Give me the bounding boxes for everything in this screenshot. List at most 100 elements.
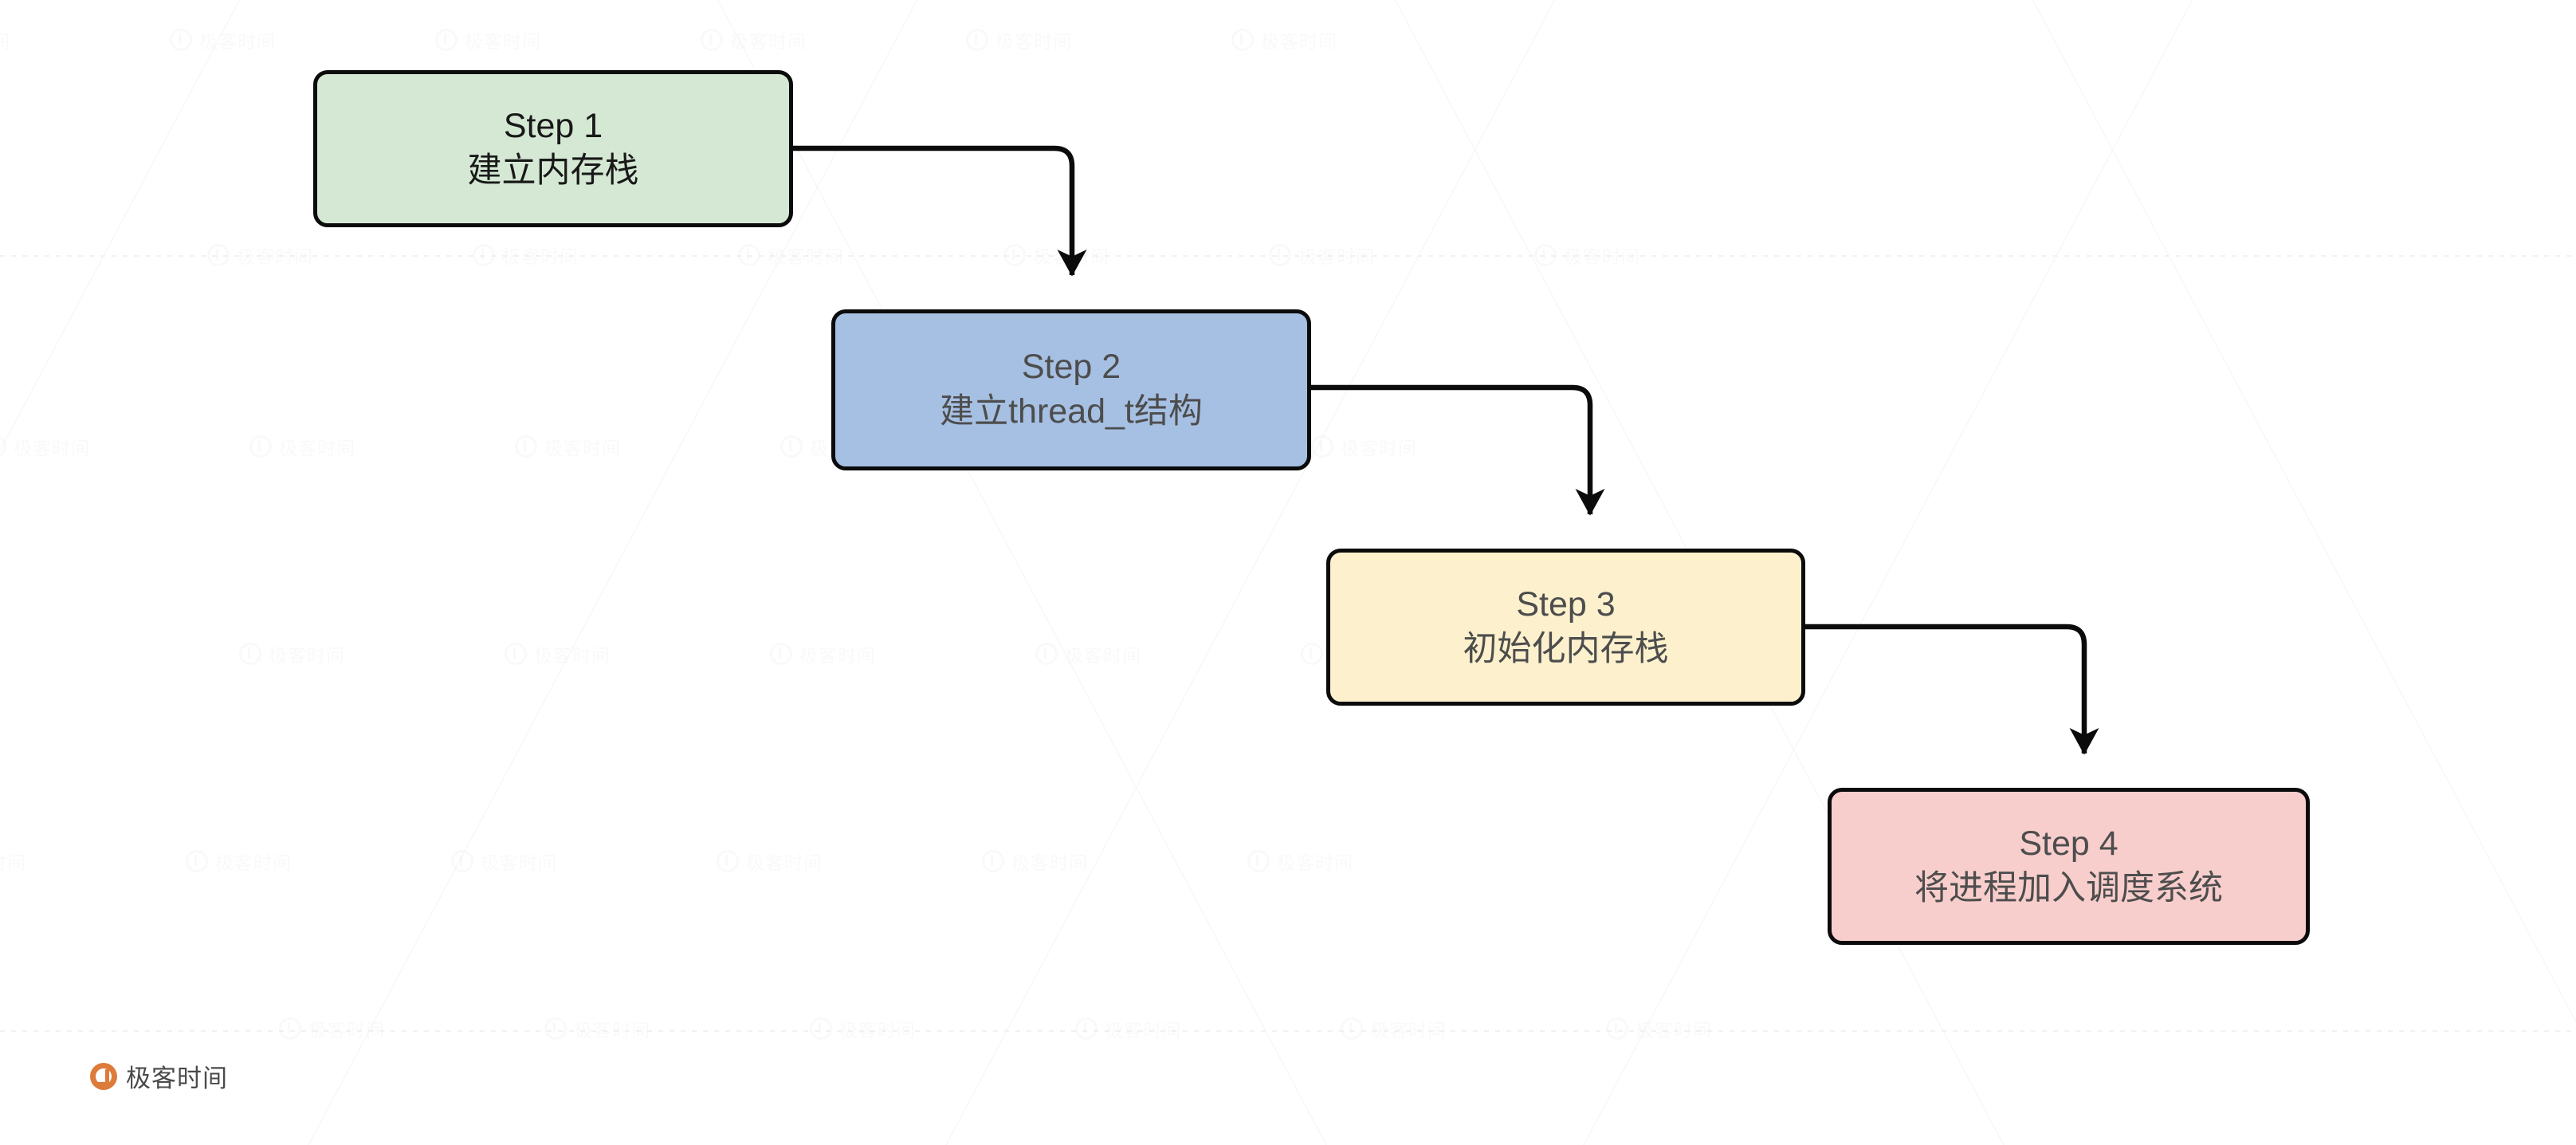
flow-node-step3-title: Step 3 bbox=[1516, 584, 1616, 624]
watermark-mark: 极客时间 bbox=[451, 848, 557, 875]
watermark-mark: 极客时间 bbox=[1231, 26, 1337, 53]
flow-node-step4-subtitle: 将进程加入调度系统 bbox=[1914, 868, 2223, 907]
watermark-label: 极客时间 bbox=[1033, 246, 1109, 267]
watermark-mark: 极客时间 bbox=[966, 26, 1072, 53]
brand-name: 极客时间 bbox=[126, 1064, 228, 1092]
watermark-label: 极客时间 bbox=[1636, 1020, 1712, 1041]
watermark-label: 极客时间 bbox=[502, 246, 579, 267]
geek-time-bulb-icon bbox=[239, 643, 261, 665]
watermark-mark: 极客时间 bbox=[1247, 848, 1353, 875]
watermark-mark: 极客时间 bbox=[0, 26, 10, 53]
watermark-label: 极客时间 bbox=[1277, 852, 1353, 873]
geek-time-bulb-icon bbox=[435, 29, 457, 51]
watermark-mark: 极客时间 bbox=[1035, 640, 1141, 667]
watermark-mark: 极客时间 bbox=[186, 848, 292, 875]
watermark-mark: 极客时间 bbox=[170, 26, 276, 53]
watermark-label: 极客时间 bbox=[237, 246, 313, 267]
watermark-label: 极客时间 bbox=[995, 31, 1072, 52]
flow-node-step4-title: Step 4 bbox=[2019, 824, 2119, 863]
flow-node-step1[interactable]: Step 1 建立内存栈 bbox=[313, 70, 793, 227]
geek-time-bulb-icon bbox=[0, 435, 6, 458]
geek-time-bulb-icon bbox=[717, 850, 739, 872]
watermark-diagonal bbox=[717, 0, 1354, 1145]
geek-time-bulb-icon bbox=[1075, 1017, 1098, 1040]
watermark-mark: 极客时间 bbox=[473, 242, 579, 269]
watermark-label: 极客时间 bbox=[199, 31, 276, 52]
watermark-mark: 极客时间 bbox=[982, 848, 1088, 875]
watermark-mark: 极客时间 bbox=[701, 26, 807, 53]
watermark-mark: 极客时间 bbox=[515, 433, 621, 460]
watermark-diagonal bbox=[2032, 0, 2576, 1145]
geek-time-bulb-icon bbox=[1341, 1017, 1363, 1040]
watermark-dotted-line bbox=[0, 1030, 2576, 1032]
geek-time-bulb-icon bbox=[473, 244, 495, 266]
watermark-dotted-line bbox=[0, 255, 2576, 257]
geek-time-bulb-icon bbox=[249, 435, 272, 458]
brand-logo: 极客时间 bbox=[90, 1058, 228, 1094]
watermark-row: 极客时间 极客时间 极客时间 极客时间 极客时间 极客时间 bbox=[207, 239, 2576, 271]
geek-time-bulb-icon bbox=[1311, 435, 1333, 458]
watermark-mark: 极客时间 bbox=[1341, 1015, 1447, 1042]
geek-time-bulb-icon bbox=[170, 29, 192, 51]
edge-step3-to-step4 bbox=[1805, 624, 2099, 755]
watermark-label: 极客时间 bbox=[465, 31, 541, 52]
watermark-label: 极客时间 bbox=[799, 645, 876, 666]
watermark-row: 极客时间 极客时间 极客时间 极客时间 极客时间 极客时间 bbox=[0, 24, 2480, 56]
watermark-mark: 极客时间 bbox=[249, 433, 355, 460]
edge-step1-to-step2 bbox=[793, 145, 1087, 277]
watermark-mark: 极客时间 bbox=[0, 433, 90, 460]
watermark-label: 极客时间 bbox=[0, 31, 10, 52]
watermark-mark: 极客时间 bbox=[770, 640, 876, 667]
watermark-label: 极客时间 bbox=[481, 852, 557, 873]
watermark-label: 极客时间 bbox=[215, 852, 292, 873]
watermark-label: 极客时间 bbox=[839, 1020, 916, 1041]
watermark-mark: 极客时间 bbox=[1075, 1015, 1181, 1042]
watermark-mark: 极客时间 bbox=[239, 640, 345, 667]
watermark-label: 极客时间 bbox=[1341, 438, 1417, 458]
watermark-diagonal bbox=[0, 0, 240, 1145]
geek-time-bulb-icon bbox=[982, 850, 1004, 872]
watermark-mark: 极客时间 bbox=[435, 26, 541, 53]
flow-node-step3[interactable]: Step 3 初始化内存栈 bbox=[1326, 549, 1805, 706]
geek-time-bulb-icon bbox=[1606, 1017, 1628, 1040]
watermark-label: 极客时间 bbox=[1370, 1020, 1447, 1041]
geek-time-bulb-icon bbox=[279, 1017, 301, 1040]
watermark-mark: 极客时间 bbox=[1269, 242, 1375, 269]
flow-node-step2-subtitle: 建立thread_t结构 bbox=[940, 392, 1203, 431]
geek-time-bulb-icon bbox=[544, 1017, 567, 1040]
watermark-row: 极客时间 极客时间 极客时间 极客时间 极客时间 极客时间 bbox=[279, 1013, 2576, 1045]
flow-node-step3-subtitle: 初始化内存栈 bbox=[1463, 629, 1669, 668]
geek-time-bulb-icon bbox=[1534, 244, 1557, 266]
flow-node-step2[interactable]: Step 2 建立thread_t结构 bbox=[831, 309, 1311, 470]
watermark-mark: 极客时间 bbox=[717, 848, 823, 875]
geek-time-bulb-icon bbox=[1247, 850, 1270, 872]
geek-time-bulb-icon bbox=[1269, 244, 1291, 266]
watermark-mark: 极客时间 bbox=[279, 1015, 385, 1042]
watermark-label: 极客时间 bbox=[768, 246, 844, 267]
watermark-mark: 极客时间 bbox=[1311, 433, 1417, 460]
watermark-label: 极客时间 bbox=[269, 645, 345, 666]
geek-time-bulb-icon bbox=[1035, 643, 1058, 665]
watermark-label: 极客时间 bbox=[279, 438, 355, 458]
flow-node-step1-subtitle: 建立内存栈 bbox=[467, 151, 639, 190]
watermark-label: 极客时间 bbox=[1298, 246, 1375, 267]
watermark-label: 极客时间 bbox=[574, 1020, 650, 1041]
watermark-label: 极客时间 bbox=[308, 1020, 385, 1041]
flow-node-step1-title: Step 1 bbox=[503, 106, 603, 145]
watermark-mark: 极客时间 bbox=[505, 640, 611, 667]
geek-time-bulb-icon bbox=[810, 1017, 832, 1040]
watermark-mark: 极客时间 bbox=[810, 1015, 916, 1042]
watermark-label: 极客时间 bbox=[746, 852, 823, 873]
geek-time-bulb-icon bbox=[770, 643, 792, 665]
watermark-label: 极客时间 bbox=[1065, 645, 1141, 666]
watermark-label: 极客时间 bbox=[534, 645, 611, 666]
flow-node-step4[interactable]: Step 4 将进程加入调度系统 bbox=[1828, 788, 2310, 945]
geek-time-bulb-icon bbox=[505, 643, 527, 665]
watermark-label: 极客时间 bbox=[1011, 852, 1088, 873]
geek-time-bulb-icon bbox=[738, 244, 760, 266]
geek-time-bulb-icon bbox=[966, 29, 988, 51]
geek-time-bulb-icon bbox=[780, 435, 803, 458]
watermark-mark: 极客时间 bbox=[1003, 242, 1109, 269]
geek-time-bulb-icon bbox=[207, 244, 230, 266]
